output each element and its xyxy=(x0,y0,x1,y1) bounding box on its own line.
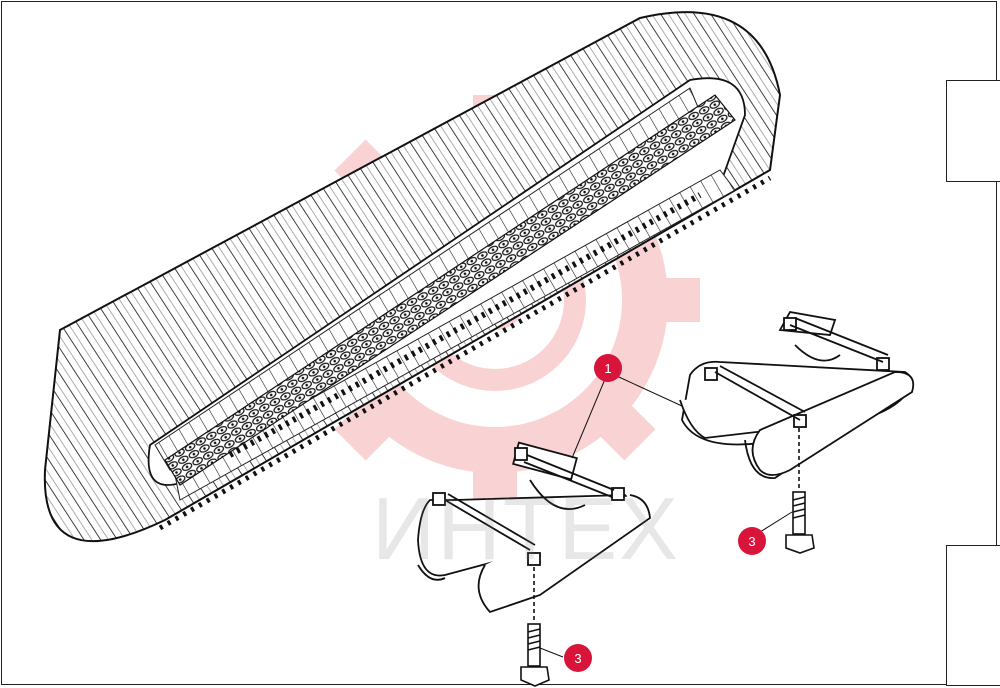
bolt-left xyxy=(520,567,550,687)
watermark-text: ИНТЕХ xyxy=(372,479,680,578)
rubber-track xyxy=(43,11,782,543)
callout-3-right-label: 3 xyxy=(748,534,755,549)
side-tab-bottom xyxy=(946,545,1000,686)
callout-1[interactable]: 1 xyxy=(594,354,622,382)
callout-3-right[interactable]: 3 xyxy=(738,527,766,555)
callout-1-label: 1 xyxy=(604,361,611,376)
bolt-right xyxy=(785,428,815,554)
track-guide-left xyxy=(417,441,651,614)
side-tab-top xyxy=(946,80,1000,182)
track-guide-right xyxy=(679,311,915,479)
callout-3-left[interactable]: 3 xyxy=(564,644,592,672)
callout-3-left-label: 3 xyxy=(574,651,581,666)
